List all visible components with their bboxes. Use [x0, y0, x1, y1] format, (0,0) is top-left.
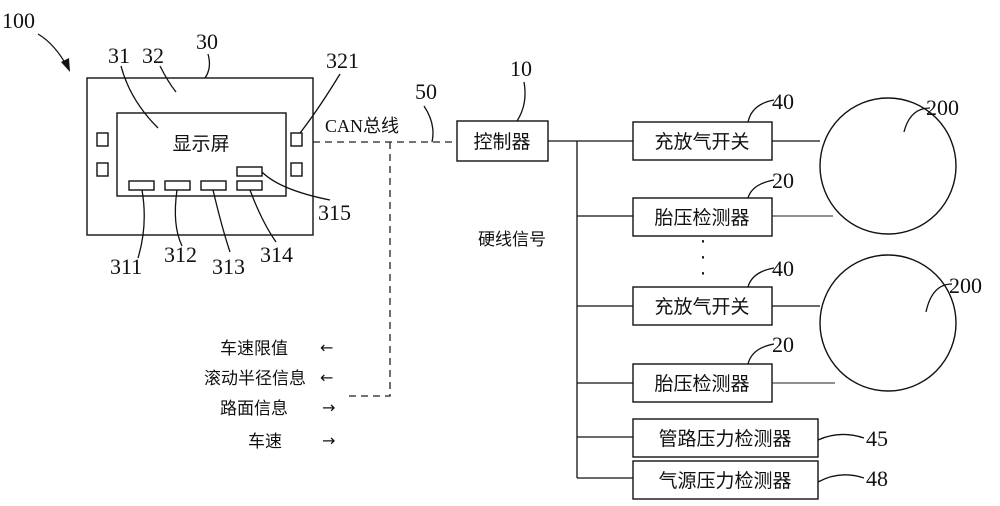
ref-100-arrowhead [61, 58, 70, 72]
display-label: 显示屏 [172, 133, 229, 155]
ref-312: 312 [164, 242, 197, 267]
ref-20-bottom: 20 [772, 332, 794, 357]
ref-314: 314 [260, 242, 293, 267]
controller-label: 控制器 [473, 131, 530, 153]
pipe-detector-label: 管路压力检测器 [658, 428, 791, 450]
ref-50: 50 [415, 79, 437, 104]
ref-200-top-leader [903, 107, 931, 133]
ref-32: 32 [142, 43, 164, 68]
ref-40-bottom: 40 [772, 256, 794, 281]
ref-31: 31 [108, 43, 130, 68]
ref-321: 321 [326, 48, 359, 73]
indicator-315 [236, 166, 263, 177]
ref-45-leader [817, 433, 865, 441]
ellipsis-dot-1: · [700, 231, 706, 253]
ref-20-bottom-leader [747, 343, 775, 365]
ref-40-top: 40 [772, 89, 794, 114]
signal-road-info-arrow: → [322, 398, 335, 417]
ref-315: 315 [318, 200, 351, 225]
key-312 [164, 180, 191, 191]
right-button-top [290, 132, 303, 147]
signal-speed-limit: 车速限值 [220, 339, 288, 359]
signal-vehicle-speed-arrow: → [322, 431, 335, 450]
ref-40-top-leader [747, 99, 775, 123]
signal-road-info: 路面信息 [220, 399, 288, 419]
ref-31-leader [120, 65, 159, 129]
hardwire-label: 硬线信号 [478, 230, 546, 250]
left-button-bottom [96, 162, 109, 177]
ref-40-bottom-leader [747, 267, 775, 288]
ref-10-leader [516, 81, 526, 122]
left-button-top [96, 132, 109, 147]
signal-vehicle-speed: 车速 [248, 432, 282, 452]
detector-box-top [632, 197, 773, 237]
source-detector-label: 气源压力检测器 [658, 470, 791, 492]
ref-30-leader [204, 53, 211, 79]
signal-rolling-radius-arrow: ← [320, 368, 333, 387]
detector-box-bottom [632, 363, 773, 403]
ref-200-bottom: 200 [949, 273, 982, 298]
can-bus-label: CAN总线 [325, 116, 399, 136]
ref-311: 311 [110, 254, 142, 279]
ref-200-top: 200 [926, 95, 959, 120]
ref-314-leader [249, 189, 277, 243]
ref-45: 45 [866, 426, 888, 451]
signal-speed-limit-arrow: ← [320, 338, 333, 357]
right-button-bottom [290, 162, 303, 177]
ref-30: 30 [196, 29, 218, 54]
ref-50-leader [423, 105, 434, 143]
ref-321-leader [299, 73, 341, 134]
ref-315-leader [261, 171, 331, 201]
ref-311-leader [137, 189, 145, 259]
valve-label-top: 充放气开关 [654, 131, 749, 153]
ellipsis-dot-3: · [700, 263, 706, 285]
ref-313-leader [212, 189, 231, 253]
tire-bottom [819, 254, 957, 392]
source-detector-box [632, 460, 819, 500]
detector-label-bottom: 胎压检测器 [654, 373, 749, 395]
key-313 [200, 180, 227, 191]
ref-48-leader [817, 474, 865, 483]
key-314 [236, 180, 263, 191]
ref-312-leader [174, 189, 183, 247]
pipe-detector-box [632, 418, 819, 458]
ref-313: 313 [212, 254, 245, 279]
ref-100: 100 [2, 8, 35, 33]
ref-48: 48 [866, 466, 888, 491]
ref-20-top-leader [747, 179, 775, 199]
ref-20-top: 20 [772, 168, 794, 193]
valve-label-bottom: 充放气开关 [654, 296, 749, 318]
signal-rolling-radius: 滚动半径信息 [204, 369, 306, 389]
ref-32-leader [159, 65, 177, 93]
tire-top [819, 97, 957, 235]
ellipsis-dot-2: · [700, 247, 706, 269]
controller-box [456, 120, 549, 162]
key-311 [128, 180, 155, 191]
ref-10: 10 [510, 56, 532, 81]
detector-label-top: 胎压检测器 [654, 207, 749, 229]
ref-200-bottom-leader [925, 283, 953, 313]
signal-bus-line [345, 142, 391, 397]
valve-box-bottom [632, 286, 773, 326]
